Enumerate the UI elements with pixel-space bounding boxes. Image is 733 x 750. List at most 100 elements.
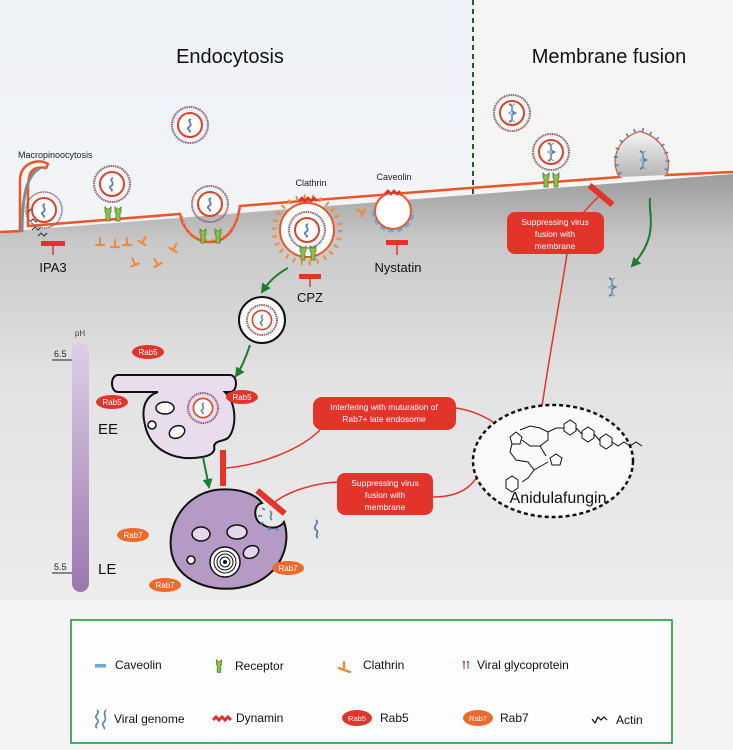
arrow-ee-to-le (202, 456, 213, 489)
cpz-inhibitor (299, 274, 321, 287)
receptor (542, 172, 550, 188)
connector-to-maturation-bar (225, 429, 321, 469)
ph-high-label: 6.5 (54, 349, 67, 359)
svg-text:Anidulafungin: Anidulafungin (510, 490, 607, 507)
receptor-icon (215, 659, 223, 673)
rab5-badge: Rab5 (132, 345, 164, 359)
rab7-badge: Rab7 (272, 561, 304, 575)
svg-text:Rab7+ late endosome: Rab7+ late endosome (342, 414, 426, 424)
svg-text:Rab5: Rab5 (232, 393, 252, 402)
maturation-inhibitor-bar (220, 450, 226, 486)
ipa3-inhibitor (41, 241, 65, 255)
ph-gradient-bar (72, 342, 89, 592)
mechanism-maturation: Interfering with muturation of Rab7+ lat… (313, 397, 456, 430)
svg-text:Rab5: Rab5 (380, 711, 409, 725)
legend-item-caveolin: Caveolin (95, 658, 162, 672)
svg-text:Rab7: Rab7 (469, 714, 487, 723)
ph-label: pH (75, 329, 85, 338)
svg-text:Rab7: Rab7 (123, 531, 143, 540)
anidulafungin-node: Anidulafungin (471, 403, 643, 519)
le-fusion-inhibitor-bar (255, 488, 287, 516)
svg-text:membrane: membrane (365, 502, 406, 512)
rab5-badge: Rab5 (226, 390, 258, 404)
caveola (371, 189, 415, 233)
svg-text:Dynamin: Dynamin (236, 711, 283, 725)
svg-text:Rab7: Rab7 (278, 564, 298, 573)
svg-text:Suppressing virus: Suppressing virus (521, 217, 589, 227)
svg-text:Actin: Actin (616, 713, 643, 727)
svg-text:Rab7: Rab7 (155, 581, 175, 590)
ipa3-label: IPA3 (39, 260, 66, 275)
clathrin-coated-vesicle (271, 194, 343, 266)
membrane-fusion-title: Membrane fusion (532, 46, 687, 68)
ph-low-label: 5.5 (54, 562, 67, 572)
connector-to-le-bar (274, 481, 341, 503)
legend-item-rab5: Rab5 Rab5 (342, 710, 409, 726)
virus-bound (93, 165, 131, 203)
caveolin-label: Caveolin (376, 172, 411, 182)
arrow-to-ee (234, 344, 251, 378)
svg-text:Receptor: Receptor (235, 659, 284, 673)
svg-text:Caveolin: Caveolin (115, 658, 162, 672)
legend-item-viral-glycoprotein: Viral glycoprotein (462, 658, 569, 672)
virus-fusion-bound (532, 133, 570, 171)
legend-item-rab7: Rab7 Rab7 (463, 710, 529, 726)
svg-text:Rab7: Rab7 (500, 711, 529, 725)
viral-genome-release (269, 510, 273, 521)
rab7-icon (463, 710, 493, 726)
svg-text:Rab5: Rab5 (138, 348, 158, 357)
le-label: LE (98, 561, 116, 578)
legend-box (70, 619, 673, 744)
legend-item-dynamin: Dynamin (211, 711, 283, 725)
legend-item-viral-genome: Viral genome (95, 709, 185, 730)
rab7-badge: Rab7 (117, 528, 149, 542)
virus-fusion-free (493, 94, 531, 132)
ee-label: EE (98, 421, 118, 438)
legend-item-receptor: Receptor (215, 659, 284, 673)
fusion-inhibitor-bar (587, 183, 615, 207)
svg-text:Clathrin: Clathrin (363, 658, 404, 672)
svg-text:Viral glycoprotein: Viral glycoprotein (477, 658, 569, 672)
rab5-icon (342, 710, 372, 726)
multilamellar-body (209, 546, 241, 578)
receptor (104, 206, 112, 222)
dynamin (298, 196, 318, 203)
macropinocytosis-cup (20, 166, 41, 233)
viral-genome-free (313, 519, 319, 539)
clathrin-label: Clathrin (295, 178, 326, 188)
actin-icon (591, 715, 608, 725)
clathrin-pit (181, 185, 239, 244)
rab5-badge: Rab5 (96, 395, 128, 409)
svg-text:Rab5: Rab5 (102, 398, 122, 407)
macropinocytosis-label: Macropinoocytosis (18, 150, 93, 160)
genome-release-arrow (630, 197, 652, 268)
late-endosome (169, 488, 288, 590)
connector-drug-to-maturation (455, 407, 494, 423)
dynamin-icon (211, 714, 233, 723)
virus-free (171, 106, 209, 144)
fusion-bud (613, 126, 670, 177)
endocytic-vesicle (238, 296, 286, 344)
rab7-badge: Rab7 (149, 578, 181, 592)
viral-glycoprotein-icon (462, 660, 470, 669)
connector-drug-to-fusion (539, 253, 568, 421)
legend-item-clathrin: Clathrin (337, 658, 404, 674)
caveolin-icon (95, 664, 106, 668)
svg-text:fusion with: fusion with (535, 229, 575, 239)
early-endosome (111, 374, 237, 460)
receptor (552, 172, 560, 188)
nystatin-label: Nystatin (375, 260, 422, 275)
svg-text:fusion with: fusion with (365, 490, 405, 500)
svg-text:Interfering with muturation of: Interfering with muturation of (330, 402, 438, 412)
actin-filaments (27, 208, 48, 237)
arrow-to-vesicle (260, 267, 289, 294)
svg-text:membrane: membrane (535, 241, 576, 251)
clathrin-icon (337, 660, 352, 674)
svg-text:Viral genome: Viral genome (114, 712, 185, 726)
virus-macropino (25, 191, 63, 229)
mechanism-fusion-endosome: Suppressing virus fusion with membrane (337, 473, 433, 515)
mechanism-fusion-membrane: Suppressing virus fusion with membrane (507, 212, 604, 254)
viral-genome-icon (95, 709, 107, 730)
